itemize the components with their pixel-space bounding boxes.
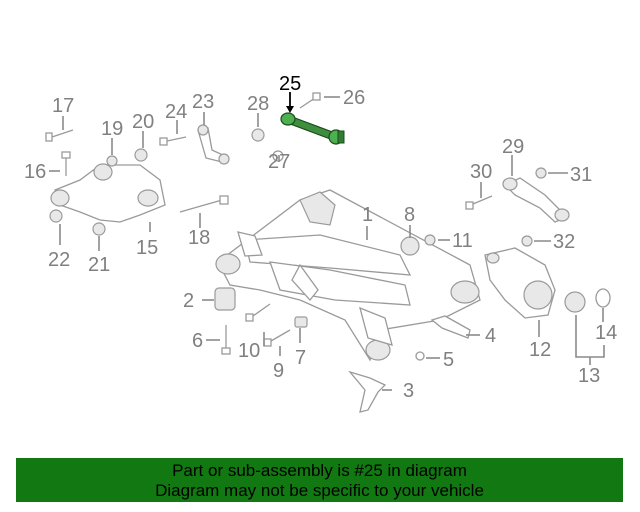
- rear-subframe: [215, 189, 481, 362]
- callout-6[interactable]: 6: [192, 330, 203, 352]
- callout-9[interactable]: 9: [273, 360, 284, 382]
- info-banner: Part or sub-assembly is #25 in diagram D…: [16, 458, 623, 502]
- callout-19[interactable]: 19: [101, 118, 123, 140]
- callout-16[interactable]: 16: [24, 161, 46, 183]
- callout-30[interactable]: 30: [470, 161, 492, 183]
- callout-numbers: 25 26 28 27 23 24 20 19 17 16 1 8 11 2 6…: [24, 73, 617, 402]
- callout-10[interactable]: 10: [238, 340, 260, 362]
- callout-15[interactable]: 15: [136, 237, 158, 259]
- callout-27[interactable]: 27: [268, 151, 290, 173]
- callout-7[interactable]: 7: [295, 347, 306, 369]
- hardware-parts: [45, 92, 611, 413]
- banner-line-1: Part or sub-assembly is #25 in diagram: [172, 461, 467, 480]
- callout-13[interactable]: 13: [578, 365, 600, 387]
- callout-24[interactable]: 24: [165, 101, 187, 123]
- callout-3[interactable]: 3: [403, 380, 414, 402]
- callout-20[interactable]: 20: [132, 111, 154, 133]
- callout-14[interactable]: 14: [595, 322, 617, 344]
- callout-5[interactable]: 5: [443, 349, 454, 371]
- callout-31[interactable]: 31: [570, 164, 592, 186]
- callout-23[interactable]: 23: [192, 91, 214, 113]
- callout-22[interactable]: 22: [48, 249, 70, 271]
- callout-28[interactable]: 28: [247, 93, 269, 115]
- callout-1[interactable]: 1: [362, 204, 373, 226]
- leader-lines: [49, 92, 605, 391]
- callout-29[interactable]: 29: [502, 136, 524, 158]
- parts-diagram: 25 26 28 27 23 24 20 19 17 16 1 8 11 2 6…: [24, 73, 617, 413]
- lower-control-arm: [50, 163, 166, 223]
- callout-11[interactable]: 11: [452, 230, 473, 252]
- callout-25[interactable]: 25: [279, 73, 301, 95]
- callout-8[interactable]: 8: [404, 204, 415, 226]
- callout-17[interactable]: 17: [52, 95, 74, 117]
- highlighted-part-25[interactable]: [280, 112, 345, 145]
- callout-21[interactable]: 21: [88, 254, 110, 276]
- callout-32[interactable]: 32: [553, 231, 575, 253]
- callout-18[interactable]: 18: [188, 227, 210, 249]
- callout-12[interactable]: 12: [529, 339, 551, 361]
- callout-26[interactable]: 26: [343, 87, 365, 109]
- callout-2[interactable]: 2: [183, 290, 194, 312]
- callout-4[interactable]: 4: [485, 325, 496, 347]
- upper-arm: [502, 177, 570, 223]
- banner-line-2: Diagram may not be specific to your vehi…: [155, 481, 484, 500]
- rear-knuckle: [484, 247, 556, 319]
